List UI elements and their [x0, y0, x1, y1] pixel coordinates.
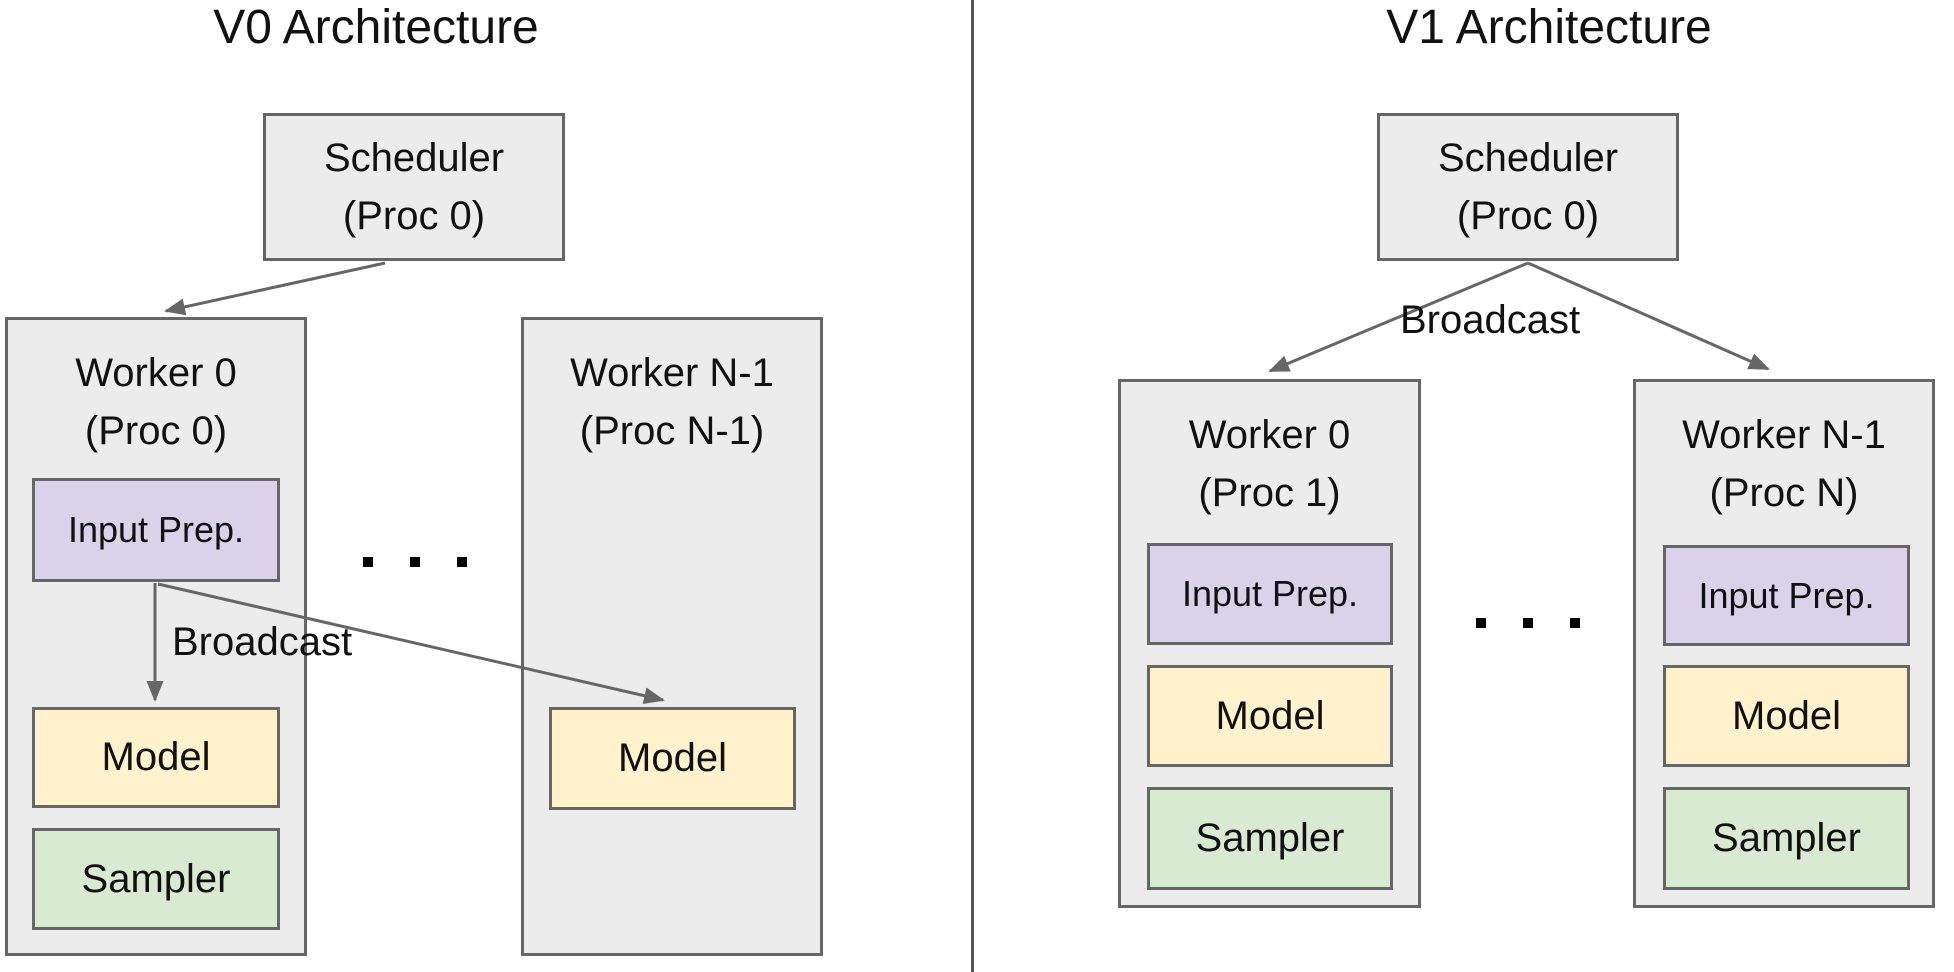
v1-worker0-sampler-box: Sampler	[1147, 787, 1393, 890]
v1-worker0-name: Worker 0	[1188, 413, 1351, 457]
v1-workerN-model-box: Model	[1663, 665, 1910, 767]
v1-worker0-proc: (Proc 1)	[1198, 471, 1341, 515]
v0-workerN-box: Worker N-1 (Proc N-1)	[521, 317, 823, 956]
v1-scheduler-name: Scheduler	[1437, 136, 1619, 180]
v0-worker0-proc: (Proc 0)	[84, 409, 228, 453]
v1-workerN-proc: (Proc N)	[1709, 471, 1859, 515]
ellipsis-dot	[1476, 618, 1486, 628]
v0-worker0-sampler-box: Sampler	[32, 828, 280, 930]
v1-workerN-name: Worker N-1	[1682, 413, 1886, 457]
panel-divider	[971, 0, 974, 972]
v1-scheduler-proc: (Proc 0)	[1456, 194, 1600, 238]
v1-workerN-input-prep-box: Input Prep.	[1663, 545, 1910, 646]
v0-ellipsis	[363, 557, 467, 567]
v0-worker0-input-prep-box: Input Prep.	[32, 478, 280, 582]
v0-scheduler-proc: (Proc 0)	[342, 194, 486, 238]
v0-title: V0 Architecture	[213, 1, 539, 54]
v0-scheduler-box: Scheduler (Proc 0)	[263, 113, 565, 261]
v0-worker0-name: Worker 0	[75, 351, 237, 395]
v1-title: V1 Architecture	[1386, 1, 1712, 54]
ellipsis-dot	[410, 557, 420, 567]
v1-workerN-sampler-box: Sampler	[1663, 787, 1910, 890]
v1-worker0-input-prep-box: Input Prep.	[1147, 543, 1393, 645]
v0-workerN-model-box: Model	[549, 707, 796, 810]
v0-scheduler-name: Scheduler	[323, 136, 505, 180]
v0-broadcast-label: Broadcast	[172, 620, 353, 664]
v0-workerN-name: Worker N-1	[570, 351, 774, 395]
v1-broadcast-label: Broadcast	[1400, 298, 1581, 342]
v0-workerN-proc: (Proc N-1)	[579, 409, 765, 453]
v1-ellipsis	[1476, 618, 1580, 628]
ellipsis-dot	[457, 557, 467, 567]
v0-worker0-model-box: Model	[32, 707, 280, 808]
v1-scheduler-box: Scheduler (Proc 0)	[1377, 113, 1679, 261]
ellipsis-dot	[1523, 618, 1533, 628]
ellipsis-dot	[1570, 618, 1580, 628]
ellipsis-dot	[363, 557, 373, 567]
v1-worker0-model-box: Model	[1147, 665, 1393, 767]
arrow-v0-scheduler-to-worker0	[164, 261, 386, 316]
